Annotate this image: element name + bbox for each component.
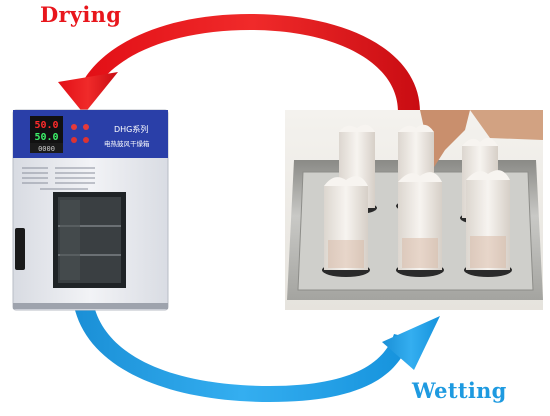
- drying-arrow: [58, 14, 420, 114]
- oven-door-handle[interactable]: [15, 228, 25, 270]
- oven-model-subtitle: 电热鼓风干燥箱: [104, 139, 150, 148]
- wetting-arrow: [74, 306, 440, 402]
- oven-button-3[interactable]: [71, 137, 77, 143]
- drying-label: Drying: [40, 2, 122, 27]
- oven-model-title: DHG系列: [114, 124, 148, 134]
- oven-spec-label: [22, 167, 95, 190]
- soil-sample-cup: [464, 170, 512, 277]
- oven-button-2[interactable]: [83, 124, 89, 130]
- drying-oven: 50.0 50.0 0000 DHG系列 电热鼓风干燥箱: [12, 109, 169, 311]
- oven-button-1[interactable]: [71, 124, 77, 130]
- temp-display-bottom: 50.0: [34, 132, 58, 143]
- soil-sample-cup: [396, 172, 444, 277]
- temp-display-top: 50.0: [34, 120, 58, 131]
- soil-sample-cup: [322, 176, 370, 277]
- small-display: 0000: [38, 145, 55, 153]
- oven-button-4[interactable]: [83, 137, 89, 143]
- wetting-photo: [285, 110, 543, 310]
- wetting-label: Wetting: [412, 378, 507, 403]
- oven-temp-display: [30, 116, 63, 144]
